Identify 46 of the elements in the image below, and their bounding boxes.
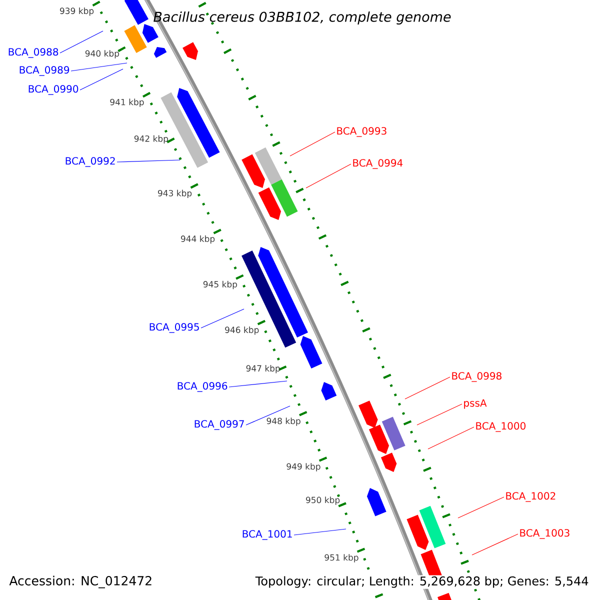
leader-line [306, 164, 352, 188]
leader-line [200, 308, 244, 328]
scale-label: 951 kbp [324, 554, 358, 562]
gene-label: BCA_0989 [20, 66, 70, 76]
leader-line [70, 62, 128, 72]
gene-label: BCA_0996 [178, 382, 228, 392]
scale-label: 941 kbp [110, 98, 144, 107]
leader-line [428, 426, 474, 450]
scale-label: 948 kbp [266, 418, 300, 426]
gene-label: pssA [464, 399, 487, 409]
gene-label: BCA_0997 [194, 420, 244, 430]
leader-line [472, 534, 518, 556]
title: Bacillus cereus 03BB102, complete genome [154, 11, 451, 25]
gene-label: BCA_0994 [353, 159, 403, 169]
gene-label: BCA_0988 [8, 48, 58, 58]
gene-label: BCA_1000 [476, 422, 526, 432]
scale-label: 943 kbp [158, 190, 192, 198]
gene-label: BCA_0998 [452, 372, 502, 382]
scale-label: 945 kbp [203, 280, 238, 290]
leader-line [228, 380, 288, 388]
leader-line [290, 132, 336, 156]
scale-label: 949 kbp [286, 463, 320, 472]
scale-label: 946 kbp [225, 326, 259, 335]
scale-label: 939 kbp [60, 7, 94, 16]
leader-line [404, 376, 450, 400]
gene-label: BCA_1003 [520, 529, 570, 539]
leader-line [60, 30, 104, 54]
gene-label: BCA_1001 [242, 530, 292, 540]
scale-label: 947 kbp [246, 365, 280, 374]
leader-line [246, 406, 290, 426]
accession-text: Accession: NC_012472 [9, 576, 152, 588]
topology-text: Topology: circular; Length: 5,269,628 bp; Genes: 5,544 [254, 575, 590, 589]
scale-label: 944 kbp [181, 235, 215, 244]
gene-label: BCA_0992 [66, 157, 115, 167]
leader-line [416, 404, 462, 426]
leader-line [458, 496, 504, 518]
gene-label: BCA_0993 [337, 127, 386, 137]
scale-label: 942 kbp [134, 135, 168, 144]
scale-label: 950 kbp [306, 496, 340, 505]
gene-label: BCA_1002 [506, 492, 556, 502]
gene-label: BCA_0995 [150, 323, 199, 333]
gene-label: BCA_0990 [28, 85, 78, 95]
leader-line [116, 160, 180, 162]
leader-line [294, 528, 346, 536]
leader-line [80, 68, 124, 90]
scale-label: 940 kbp [85, 50, 120, 58]
